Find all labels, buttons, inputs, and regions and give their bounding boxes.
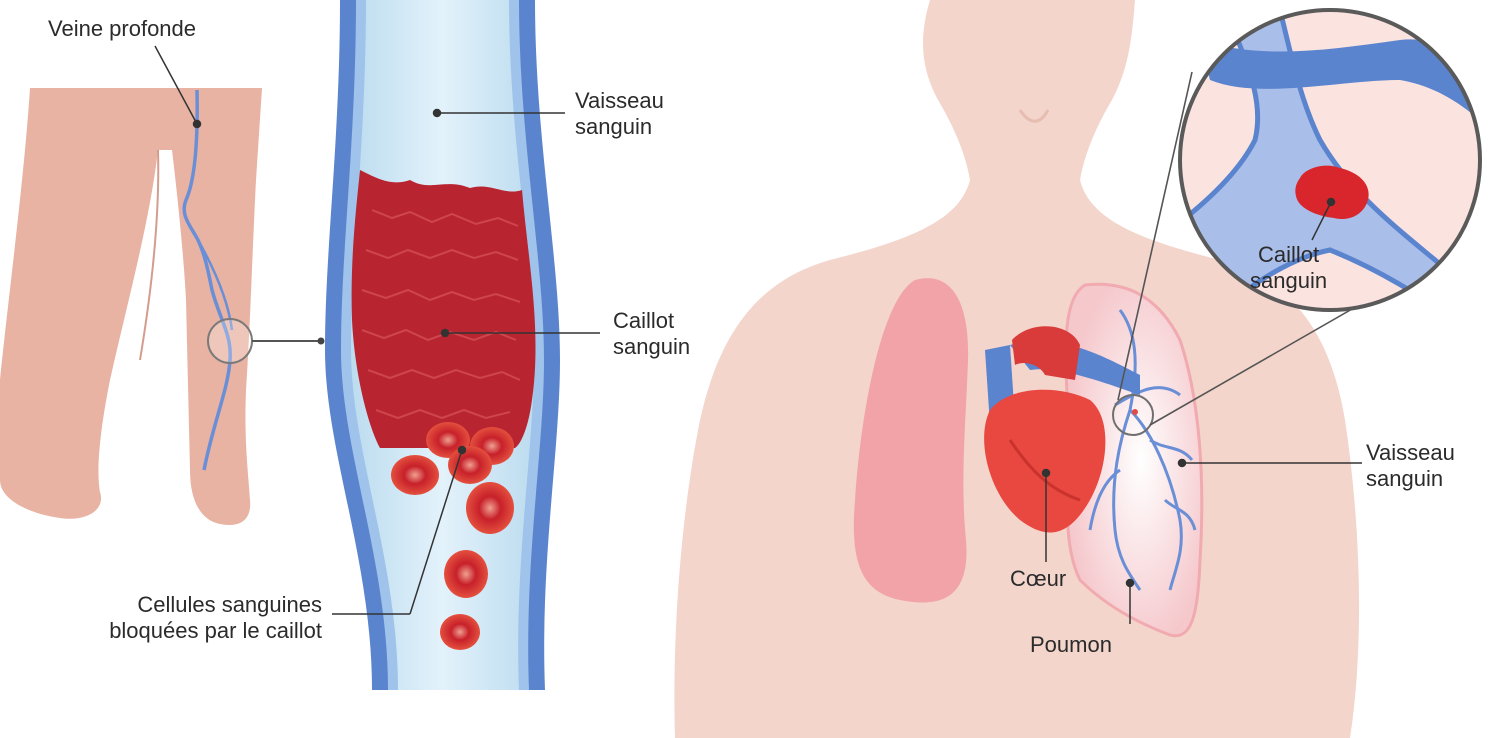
- label-clot-left-line1: Caillot: [613, 308, 690, 334]
- label-vessel-left-line1: Vaisseau: [575, 88, 664, 114]
- label-vessel-left: Vaisseau sanguin: [575, 88, 664, 140]
- label-lung: Poumon: [1030, 632, 1112, 658]
- label-blocked-cells-line2: bloquées par le caillot: [109, 618, 322, 644]
- legs-skin: [0, 88, 262, 525]
- label-vessel-right-line1: Vaisseau: [1366, 440, 1455, 466]
- clot-spot: [1132, 409, 1138, 415]
- magnify-circle-leg: [208, 319, 252, 363]
- blood-cell: [448, 446, 492, 484]
- blood-cell: [466, 482, 514, 534]
- label-blocked-cells-line1: Cellules sanguines: [109, 592, 322, 618]
- blood-cell: [391, 455, 439, 495]
- legs-illustration: [0, 88, 325, 525]
- label-vessel-left-line2: sanguin: [575, 114, 664, 140]
- label-clot-left: Caillot sanguin: [613, 308, 690, 360]
- blood-clot: [352, 170, 536, 448]
- label-vessel-right-line2: sanguin: [1366, 466, 1455, 492]
- blood-cell: [440, 614, 480, 650]
- label-clot-right-line1: Caillot: [1250, 242, 1327, 268]
- label-clot-right-line2: sanguin: [1250, 268, 1327, 294]
- label-clot-left-line2: sanguin: [613, 334, 690, 360]
- label-heart: Cœur: [1010, 566, 1066, 592]
- label-clot-right: Caillot sanguin: [1250, 242, 1327, 294]
- blood-cell: [444, 550, 488, 598]
- label-blocked-cells: Cellules sanguines bloquées par le caill…: [109, 592, 322, 644]
- connector-dot: [318, 338, 325, 345]
- label-deep-vein: Veine profonde: [48, 16, 196, 42]
- label-vessel-right: Vaisseau sanguin: [1366, 440, 1455, 492]
